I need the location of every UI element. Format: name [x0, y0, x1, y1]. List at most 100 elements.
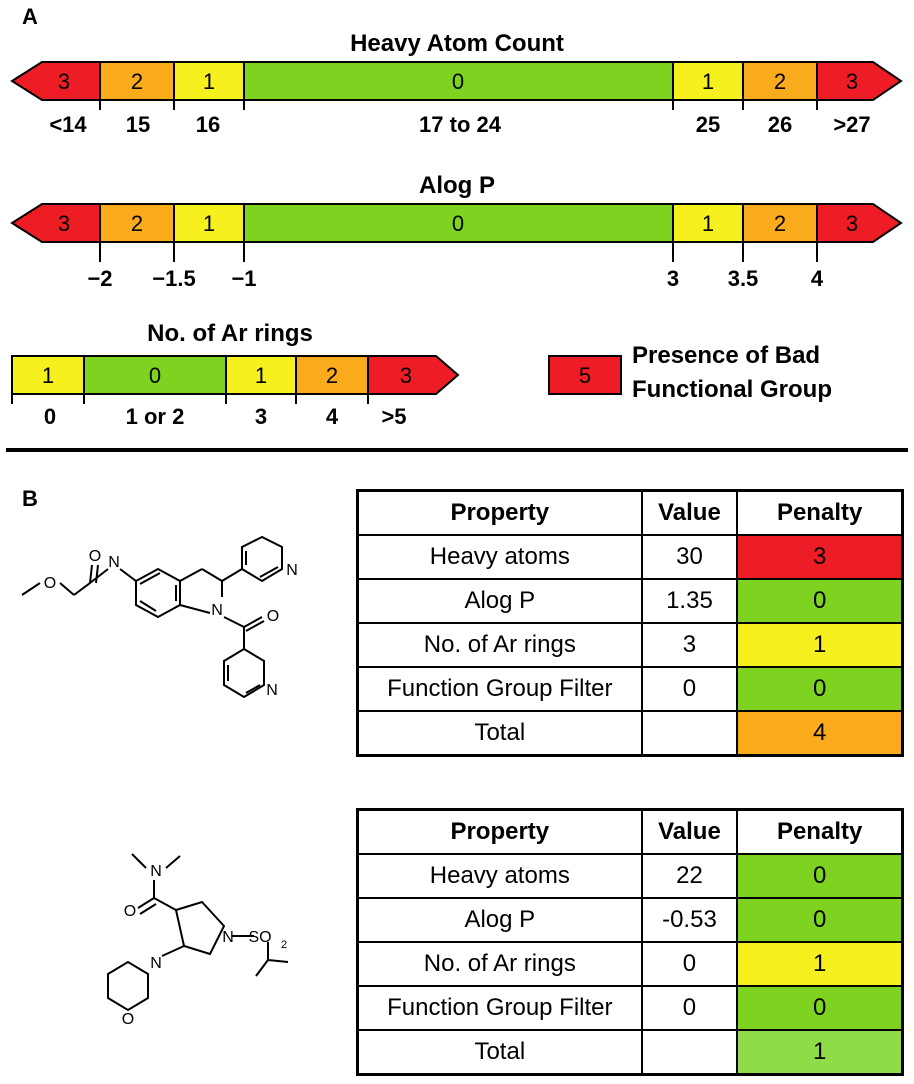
table2-value: -0.53	[640, 897, 739, 943]
heavy-seg-label-0: 3	[58, 69, 70, 94]
heavy-atom-title: Heavy Atom Count	[350, 30, 564, 57]
alogp-tick-5: 4	[810, 266, 824, 291]
table1-penalty: 0	[736, 578, 904, 624]
table1-header-value: Value	[640, 489, 739, 536]
table-row: Alog P 1.35 0	[356, 578, 904, 624]
table1-property: No. of Ar rings	[356, 622, 643, 668]
heavy-seg-3	[243, 61, 674, 101]
table1-value	[640, 710, 739, 757]
mol1-atom-2: O	[89, 548, 101, 565]
table2-value: 22	[640, 853, 739, 899]
panel-a-label: A	[22, 4, 38, 29]
ar-tick-1: 1 or 2	[125, 404, 185, 429]
table2-penalty: 1	[736, 941, 904, 987]
alogp-tick-3: 3	[666, 266, 680, 291]
table-row: Heavy atoms 22 0	[356, 853, 904, 899]
table2-property: Function Group Filter	[356, 985, 643, 1031]
table2-property: Total	[356, 1029, 643, 1076]
table1-property: Heavy atoms	[356, 534, 643, 580]
table1-property: Total	[356, 710, 643, 757]
ar-rings-scale: 1 0 1 2 3	[11, 355, 460, 404]
alogp-tick-1: −1.5	[152, 266, 196, 291]
table1-property: Function Group Filter	[356, 666, 643, 712]
heavy-seg-2	[173, 61, 245, 101]
mol1-atom-1: N	[108, 554, 120, 571]
table2-value: 0	[640, 985, 739, 1031]
table2-property: Alog P	[356, 897, 643, 943]
table-row: Function Group Filter 0 0	[356, 985, 904, 1031]
alogp-seg-label-2: 1	[203, 211, 215, 236]
alogp-seg-6	[816, 203, 903, 243]
table2-header-value: Value	[640, 808, 739, 855]
heavy-seg-1	[99, 61, 175, 101]
heavy-seg-label-5: 2	[774, 69, 786, 94]
panel-divider	[6, 448, 908, 452]
molecule-1-structure: O N O N O N N	[21, 535, 298, 699]
ar-seg-label-2: 1	[255, 363, 267, 388]
penalty-table-1: Property Value Penalty Heavy atoms 30 3 …	[356, 489, 904, 757]
penalty-table-2: Property Value Penalty Heavy atoms 22 0 …	[356, 808, 904, 1076]
heavy-seg-label-4: 1	[702, 69, 714, 94]
heavy-seg-label-3: 0	[452, 69, 464, 94]
alogp-tick-4: 3.5	[727, 266, 759, 291]
ar-seg-label-1: 0	[149, 363, 161, 388]
table2-header-penalty: Penalty	[736, 808, 904, 855]
table1-property: Alog P	[356, 578, 643, 624]
mol1-atom-5: N	[286, 562, 298, 579]
ar-rings-title: No. of Ar rings	[147, 320, 313, 347]
ar-seg-4	[367, 355, 460, 395]
table-row: No. of Ar rings 3 1	[356, 622, 904, 668]
heavy-tick-4: 25	[695, 112, 721, 137]
heavy-tick-3: 17 to 24	[419, 112, 501, 137]
alogp-seg-label-6: 3	[846, 211, 858, 236]
heavy-seg-label-6: 3	[846, 69, 858, 94]
table1-penalty: 1	[736, 622, 904, 668]
ar-tick-0: 0	[43, 404, 57, 429]
ar-tick-3: 4	[325, 404, 339, 429]
alogp-seg-2	[173, 203, 245, 243]
table1-header-penalty: Penalty	[736, 489, 904, 536]
bad-group-label-2: Functional Group	[632, 376, 832, 403]
table-row: Total 4	[356, 710, 904, 757]
heavy-tick-0: <14	[49, 112, 87, 137]
table-row: Total 1	[356, 1029, 904, 1076]
table2-penalty: 0	[736, 853, 904, 899]
ar-seg-label-4: 3	[400, 363, 412, 388]
heavy-seg-0	[10, 61, 101, 101]
alogp-seg-3	[243, 203, 674, 243]
ar-seg-label-3: 2	[326, 363, 338, 388]
mol2-atom-4: O	[122, 1011, 134, 1028]
bad-group-value: 5	[579, 363, 591, 388]
table2-property: No. of Ar rings	[356, 941, 643, 987]
mol2-atom-1: O	[124, 903, 136, 920]
table2-value	[640, 1029, 739, 1076]
bad-group-label-1: Presence of Bad	[632, 342, 821, 369]
table2-penalty: 0	[736, 897, 904, 943]
table1-penalty: 3	[736, 534, 904, 580]
table1-header-property: Property	[356, 489, 643, 536]
mol1-atom-4: O	[267, 608, 279, 625]
table-row: Function Group Filter 0 0	[356, 666, 904, 712]
alogp-seg-label-1: 2	[131, 211, 143, 236]
alogp-seg-5	[742, 203, 818, 243]
ar-seg-3	[295, 355, 369, 395]
table2-property: Heavy atoms	[356, 853, 643, 899]
alogp-seg-label-4: 1	[702, 211, 714, 236]
ar-seg-2	[225, 355, 297, 395]
molecule-2-structure: N O N N O SO 2	[107, 853, 289, 1028]
heavy-tick-2: 16	[195, 112, 221, 137]
alogp-tick-2: −1	[231, 266, 257, 291]
alogp-seg-1	[99, 203, 175, 243]
heavy-atom-scale: 3 2 1 0 1 2 3	[10, 61, 903, 110]
table1-value: 3	[640, 622, 739, 668]
ar-seg-label-0: 1	[42, 363, 54, 388]
table1-value: 30	[640, 534, 739, 580]
table1-penalty: 0	[736, 666, 904, 712]
table2-penalty: 0	[736, 985, 904, 1031]
alogp-scale: 3 2 1 0 1 2 3	[10, 203, 903, 262]
ar-seg-0	[11, 355, 85, 395]
ar-tick-4: >5	[381, 404, 407, 429]
bad-group-box: 5	[548, 355, 622, 395]
table1-value: 1.35	[640, 578, 739, 624]
panel-b-label: B	[22, 486, 38, 511]
